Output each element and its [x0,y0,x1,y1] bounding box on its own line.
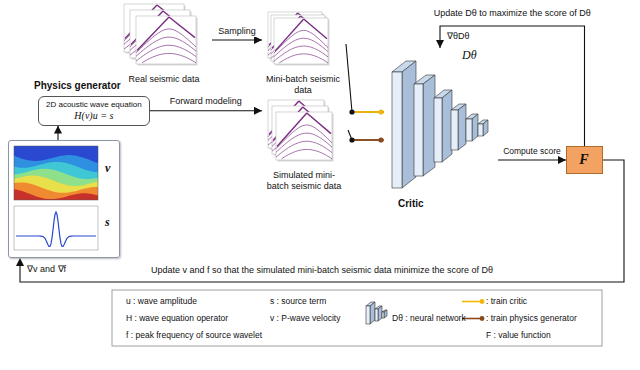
node-text: H(v)u = s [46,110,142,122]
legend-line-sample [462,299,484,304]
connector [346,44,384,112]
connector [212,39,262,40]
process-node: Real seismic data [118,2,212,94]
seismic-image [136,16,198,66]
node-text: Critic [398,198,424,210]
connector [440,26,585,146]
node-text: s [105,215,110,229]
node-text: v [105,161,110,175]
velocity-model [14,146,98,200]
node-text: Real seismic data [118,74,210,85]
edge-label: Update v and f so that the simulated min… [150,265,494,276]
legend-entry: v : P-wave velocity [270,313,340,323]
legend-entry: F : value function [486,330,551,340]
legend-entry: : train physics generator [486,313,577,323]
legend-text: Dθ : neural network [392,313,466,323]
edge-label: Update Dθ to maximize the score of Dθ [433,8,592,19]
edge-label: Compute score [502,146,562,156]
process-node: Mini-batch seismic data [262,8,346,108]
legend-text: u : wave amplitude [126,296,197,306]
legend-text: : train critic [486,296,527,306]
legend-text: s : source term [270,296,326,306]
legend-entry: Dθ : neural network [392,313,466,323]
connector [498,159,566,160]
seismic-image [274,18,330,66]
source-wavelet [14,206,98,250]
process-node: DθCritic [384,48,498,216]
value-box: F [566,146,603,174]
legend-text: f : peak frequency of source wavelet [126,330,262,340]
legend-entry: s : source term [270,296,326,306]
legend-frame [112,290,602,346]
generator-group: 2D acoustic wave equationH(v)u = s Physic… [34,80,174,132]
group-heading: Physics generator [34,80,121,92]
legend-text: H : wave equation operator [126,313,228,323]
legend-text: : train physics generator [486,313,577,323]
critic-network [392,61,488,188]
legend-entry: f : peak frequency of source wavelet [126,330,262,340]
connector [150,110,262,111]
legend-network-icon [366,302,387,324]
legend-entry: : train critic [486,296,527,306]
node-text: Simulated mini-batch seismic data [262,170,346,192]
training-paths [349,109,383,142]
edge-label: Sampling [217,26,257,37]
node-text: Mini-batch seismic data [262,74,344,96]
connector [57,126,58,140]
legend-entry: H : wave equation operator [126,313,228,323]
gradient-label: ∇v and ∇f [26,264,67,275]
process-node: vs [8,140,120,258]
edge-label: Forward modeling [169,96,243,107]
velocity-frame [14,146,98,200]
node-text: Dθ [462,48,477,62]
equation-box: 2D acoustic wave equationH(v)u = s [38,96,150,126]
connector [20,160,624,282]
gradient-label: ∇θDθ [446,31,471,42]
seismic-image [276,112,334,162]
legend-entry: u : wave amplitude [126,296,197,306]
node-text: 2D acoustic wave equation [46,100,142,110]
process-node: Simulated mini-batch seismic data [262,98,348,206]
legend-text: F : value function [486,330,551,340]
legend-text: v : P-wave velocity [270,313,340,323]
node-text: F [567,152,601,169]
